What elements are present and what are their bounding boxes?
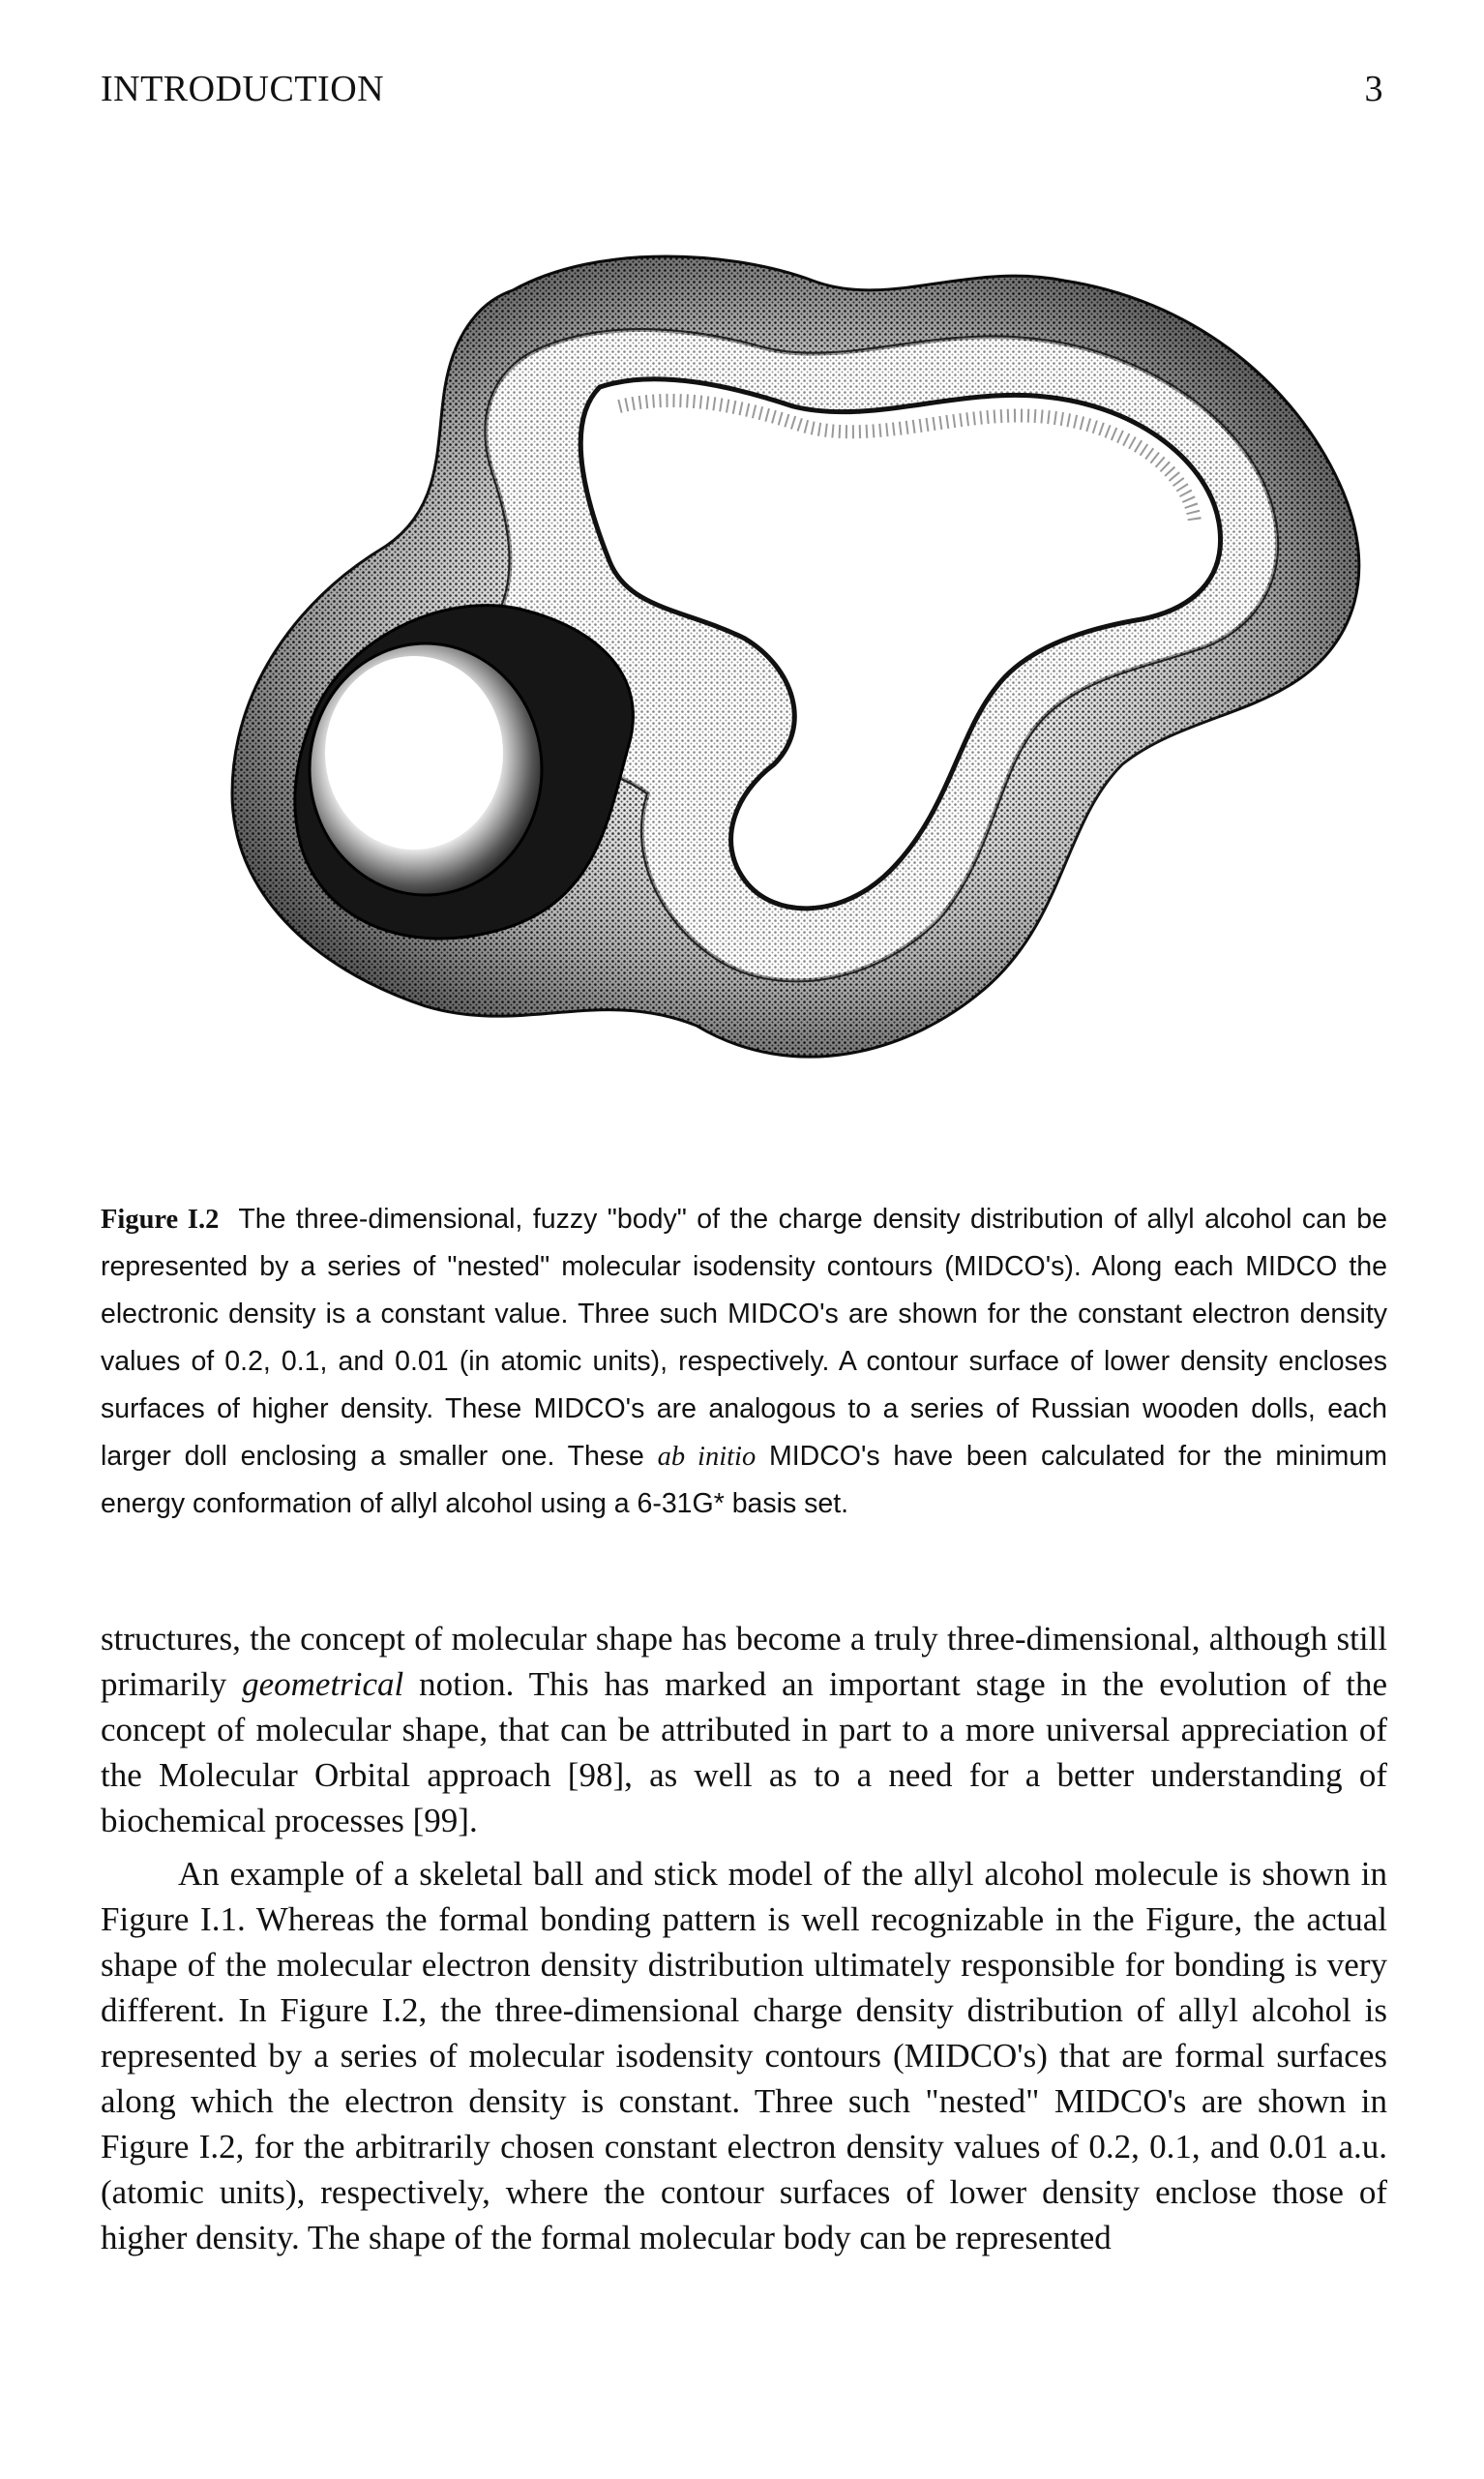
figure-caption: Figure I.2 The three-dimensional, fuzzy … [101, 1196, 1387, 1528]
paragraph-1-italic: geometrical [242, 1665, 404, 1703]
paragraph-1: structures, the concept of molecular sha… [101, 1616, 1387, 1843]
caption-text-2: MIDCO's have been calculated for the min… [101, 1441, 1387, 1519]
midco-illustration [230, 254, 1361, 1059]
caption-text-1: The three-dimensional, fuzzy "body" of t… [101, 1204, 1387, 1472]
paragraph-1-part-a: structures, the concept of molecular sha… [101, 1620, 1387, 1703]
running-title: INTRODUCTION [101, 69, 385, 109]
body-text: structures, the concept of molecular sha… [101, 1616, 1387, 2260]
paragraph-2: An example of a skeletal ball and stick … [101, 1855, 1387, 2256]
paragraph-1-part-b: notion. This has marked an important sta… [101, 1665, 1388, 1839]
running-header: INTRODUCTION 3 [101, 68, 1383, 110]
caption-italic: ab initio [657, 1442, 757, 1472]
midco-figure [193, 223, 1393, 1151]
inner-contour [578, 376, 1223, 911]
page-number: 3 [1364, 69, 1383, 109]
figure-label: Figure I.2 [101, 1205, 220, 1235]
